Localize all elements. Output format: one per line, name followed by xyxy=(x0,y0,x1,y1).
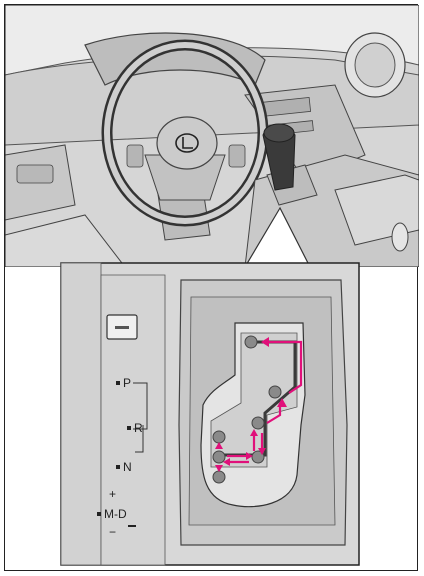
gate-label-minus: − xyxy=(109,526,116,538)
cockpit-illustration xyxy=(5,5,419,267)
minus-gate-mark xyxy=(128,525,136,527)
reverse-indicator-dot xyxy=(127,426,131,430)
shift-pattern-arrow-icon xyxy=(219,342,301,469)
gate-label-reverse: R xyxy=(134,422,143,434)
park-indicator-dot xyxy=(116,381,120,385)
drive-indicator-dot xyxy=(97,512,101,516)
gate-label-neutral: N xyxy=(123,461,132,473)
illustration-frame: P R N + M-D − xyxy=(4,4,418,571)
gate-label-park: P xyxy=(123,377,131,389)
gate-label-manual-drive: M-D xyxy=(104,508,127,520)
neutral-indicator-dot xyxy=(116,465,120,469)
gate-label-plus: + xyxy=(109,488,116,500)
